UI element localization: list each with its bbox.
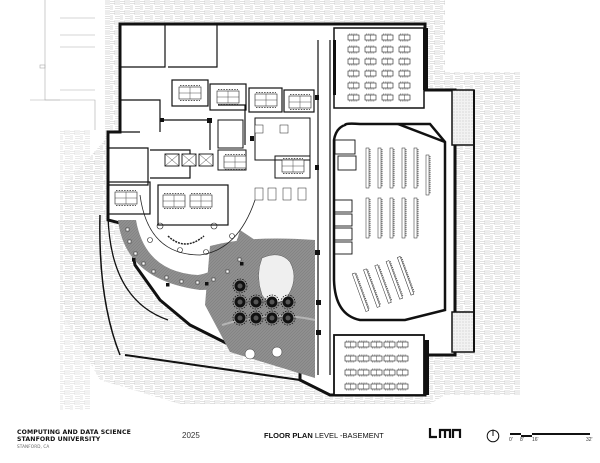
sheet-title-level: LEVEL -BASEMENT (312, 431, 384, 440)
scale-label-16: 16' (532, 437, 539, 443)
institution-name: STANFORD UNIVERSITY (17, 435, 101, 443)
lmn-logo-icon (428, 428, 462, 439)
scale-bar: 0' 8' 16' 32' (508, 428, 598, 448)
north-arrow-icon (486, 429, 500, 443)
scale-bar-graphic (510, 433, 590, 437)
scale-label-0: 0' (509, 437, 513, 443)
project-location: STANFORD, CA (17, 444, 50, 450)
sheet-title-bold: FLOOR PLAN (264, 431, 313, 440)
scale-label-8: 8' (520, 437, 524, 443)
project-year: 2025 (182, 431, 200, 440)
sheet-title: FLOOR PLAN LEVEL -BASEMENT (264, 431, 384, 440)
project-name: COMPUTING AND DATA SCIENCE (17, 429, 131, 436)
project-info: COMPUTING AND DATA SCIENCE STANFORD UNIV… (17, 429, 131, 451)
floor-plan-drawing (30, 0, 520, 410)
firm-logo (428, 427, 462, 442)
scale-label-32: 32' (586, 437, 593, 443)
